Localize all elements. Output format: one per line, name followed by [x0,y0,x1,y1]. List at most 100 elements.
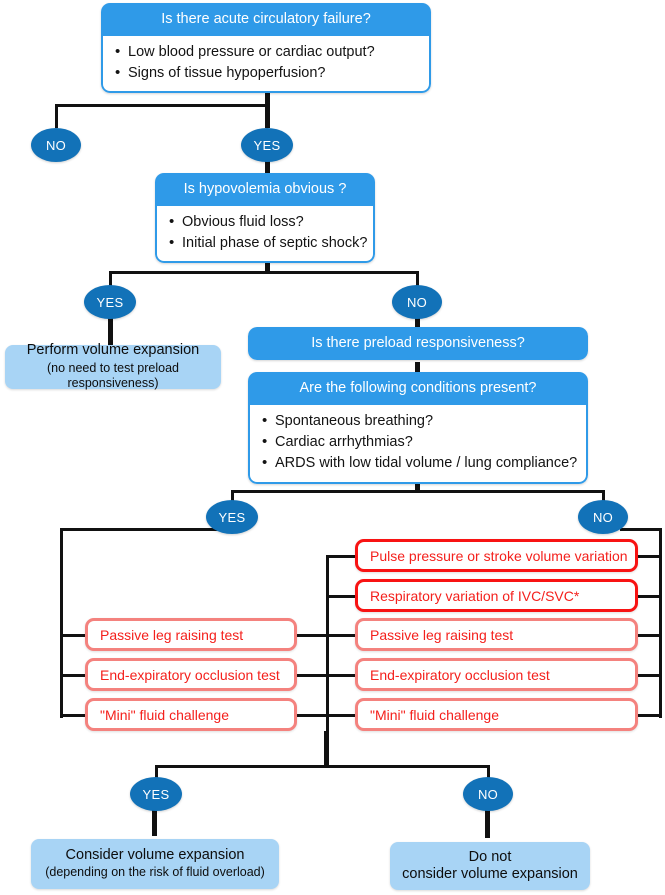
oval-yes-1-label: YES [253,137,281,153]
oval-no-4-label: NO [477,786,499,802]
q2-item: Initial phase of septic shock? [169,232,367,254]
connector-yes3-to-leftrail [60,528,232,531]
q4-header: Are the following conditions present? [248,372,588,406]
q1-item: Signs of tissue hypoperfusion? [115,62,419,84]
test-box-left-2: End-expiratory occlusion test [85,658,297,691]
connector-no2-to-q3 [415,313,420,327]
leftrail-to-test3 [60,714,87,717]
oval-yes-3-label: YES [218,509,246,525]
consider-line2: (depending on the risk of fluid overload… [45,865,265,880]
connector-to-no4 [487,765,490,779]
outcome-do-not-consider-volume-expansion: Do not consider volume expansion [390,842,590,890]
connector-to-no3 [602,490,605,504]
test-box-left-1-label: Passive leg raising test [100,626,244,643]
q2-body: Obvious fluid loss? Initial phase of sep… [155,206,375,264]
rightrail-to-rtest3 [637,634,662,637]
q1-item: Low blood pressure or cardiac output? [115,41,419,63]
connector-to-no1 [55,104,58,128]
connector-no4-to-outcome [485,806,490,838]
test-box-right-4-label: End-expiratory occlusion test [370,666,550,683]
q4-item: Cardiac arrhythmias? [262,431,576,453]
oval-no-2-label: NO [406,294,428,310]
q4-item: ARDS with low tidal volume / lung compli… [262,452,577,474]
question-box-conditions-present: Are the following conditions present? Sp… [248,372,588,484]
midrail-to-rtest2 [326,595,356,598]
connector-yes2-to-perform [108,313,113,345]
donot-line1: Do not [468,848,512,865]
connector-q2-split-bar [109,271,419,274]
question-box-hypovolemia-obvious: Is hypovolemia obvious ? Obvious fluid l… [155,173,375,264]
oval-yes-4-label: YES [142,786,170,802]
test-box-right-3: Passive leg raising test [355,618,638,651]
connector-to-no2 [416,271,419,288]
test-box-left-1: Passive leg raising test [85,618,297,651]
midrail-to-rtest3 [326,634,356,637]
connector-to-yes3 [231,490,234,504]
connector-to-yes1 [265,104,270,128]
q1-header: Is there acute circulatory failure? [101,3,431,37]
oval-yes-3: YES [206,500,258,534]
midrail-to-rtest5 [326,714,356,717]
test-box-right-3-label: Passive leg raising test [370,626,514,643]
rightrail-to-rtest4 [637,674,662,677]
connector-bottom-split-bar [155,765,489,768]
oval-no-3: NO [578,500,628,534]
test-box-left-3: "Mini" fluid challenge [85,698,297,731]
oval-yes-2: YES [84,285,136,319]
oval-no-3-label: NO [592,509,614,525]
connector-to-yes2 [109,271,112,288]
connector-to-yes4 [155,765,158,779]
outcome-perform-volume-expansion: Perform volume expansion (no need to tes… [5,342,221,391]
q2-item: Obvious fluid loss? [169,211,363,233]
connector-q3-to-q4 [415,362,420,372]
q1-body: Low blood pressure or cardiac output? Si… [101,36,431,94]
test-box-left-2-label: End-expiratory occlusion test [100,666,280,683]
test-box-right-5-label: "Mini" fluid challenge [370,706,500,723]
oval-no-4: NO [463,777,513,811]
q4-body: Spontaneous breathing? Cardiac arrhythmi… [248,405,588,484]
perform-line2: (no need to test preload responsiveness) [46,360,180,391]
perform-line1: Perform volume expansion [26,342,200,359]
middle-rail [326,555,329,750]
oval-yes-1: YES [241,128,293,162]
connector-q4-split-bar [231,490,605,493]
left-rail [60,528,63,718]
connector-yes1-to-q2 [265,160,270,174]
q3-header: Is there preload responsiveness? [248,327,588,361]
q4-item: Spontaneous breathing? [262,410,576,432]
test-box-right-2-label: Respiratory variation of IVC/SVC* [370,587,580,604]
test-box-right-2: Respiratory variation of IVC/SVC* [355,579,638,612]
connector-q1-stem [265,84,270,106]
leftrail-to-test2 [60,674,87,677]
test-box-left-3-label: "Mini" fluid challenge [100,706,230,723]
test1-left-to-midrail [296,634,328,637]
oval-yes-4: YES [130,777,182,811]
oval-yes-2-label: YES [96,294,124,310]
test-box-right-1-label: Pulse pressure or stroke volume variatio… [370,547,628,564]
question-box-acute-circulatory-failure: Is there acute circulatory failure? Low … [101,3,431,94]
rightrail-to-rtest1 [637,555,662,558]
consider-line1: Consider volume expansion [65,846,245,863]
oval-no-1-label: NO [45,137,67,153]
question-box-preload-responsiveness: Is there preload responsiveness? [248,327,588,361]
q2-header: Is hypovolemia obvious ? [155,173,375,207]
oval-no-2: NO [392,285,442,319]
test-box-right-4: End-expiratory occlusion test [355,658,638,691]
midrail-to-rtest4 [326,674,356,677]
test3-left-to-midrail [296,714,328,717]
connector-q1-split-bar [55,104,270,107]
connector-tests-bottom-stem [324,731,329,767]
leftrail-to-test1 [60,634,87,637]
test2-left-to-midrail [296,674,328,677]
rightrail-to-rtest2 [637,595,662,598]
donot-line2: consider volume expansion [402,866,578,882]
test-box-right-5: "Mini" fluid challenge [355,698,638,731]
right-rail [659,528,662,718]
oval-no-1: NO [31,128,81,162]
midrail-to-rtest1 [326,555,356,558]
rightrail-to-rtest5 [637,714,662,717]
test-box-right-1: Pulse pressure or stroke volume variatio… [355,539,638,572]
outcome-consider-volume-expansion: Consider volume expansion (depending on … [31,839,279,889]
connector-no3-to-rightrail [620,528,662,531]
